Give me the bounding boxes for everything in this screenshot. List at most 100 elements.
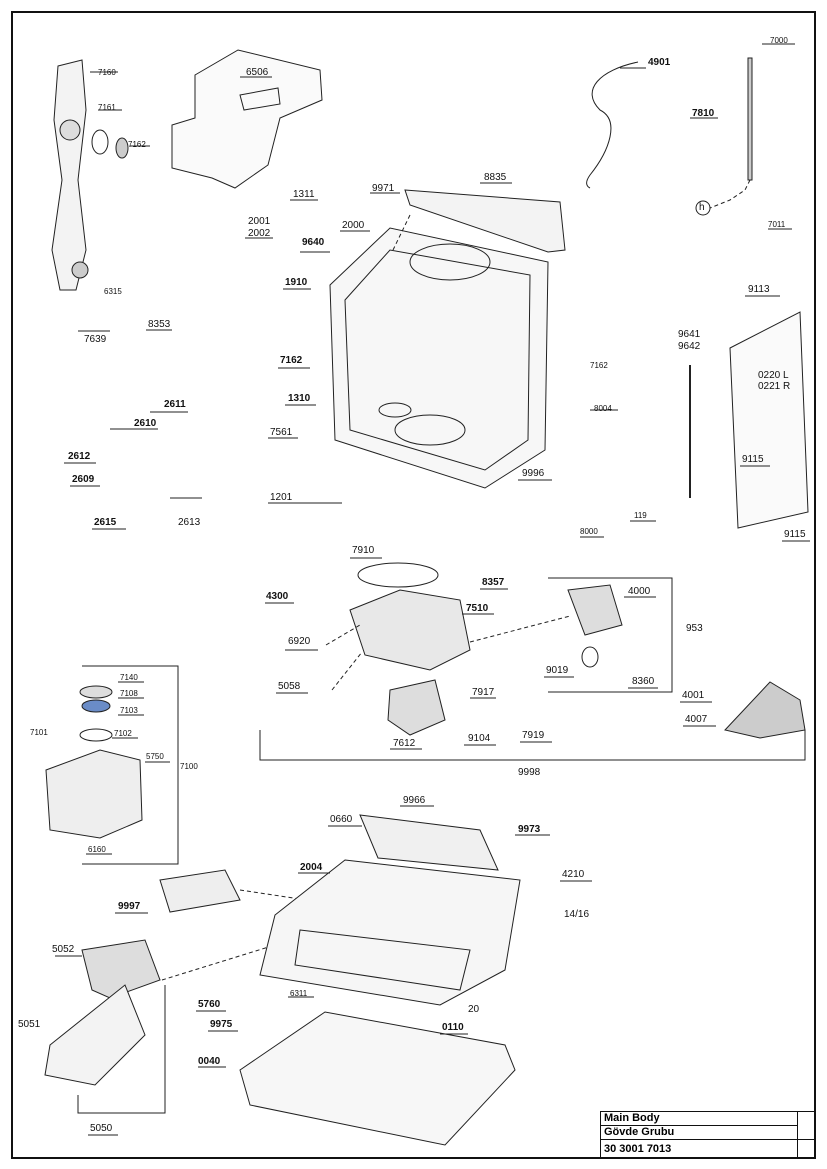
part-label-6311: 6311 xyxy=(290,989,308,998)
leader-lines xyxy=(55,43,810,1136)
part-label-7101: 7101 xyxy=(30,728,48,737)
water-heater-part xyxy=(45,749,143,839)
part-label-9971: 9971 xyxy=(372,183,395,194)
title-tr: Gövde Grubu xyxy=(599,1125,799,1140)
part-label-7910: 7910 xyxy=(352,545,375,556)
part-label-7011: 7011 xyxy=(768,220,786,229)
part-label-2611: 2611 xyxy=(164,399,186,410)
part-label-7561: 7561 xyxy=(270,427,293,438)
part-label-0040: 0040 xyxy=(198,1056,221,1067)
part-label-7162: 7162 xyxy=(128,140,146,149)
part-label-7140: 7140 xyxy=(120,673,138,682)
part-label-9115a: 9115 xyxy=(742,454,764,465)
part-label-9104: 9104 xyxy=(468,733,491,744)
part-label-5051: 5051 xyxy=(18,1019,41,1030)
part-label-2001: 2001 xyxy=(248,216,271,227)
part-label-8835: 8835 xyxy=(484,172,507,183)
part-label-7510: 7510 xyxy=(466,603,489,614)
part-label-4007: 4007 xyxy=(685,714,708,725)
part-label-4901: 4901 xyxy=(648,57,671,68)
part-label-9640: 9640 xyxy=(302,237,325,248)
tub-body xyxy=(329,227,549,489)
pump-assembly xyxy=(349,562,806,739)
part-label-9113: 9113 xyxy=(748,284,770,295)
hose-part xyxy=(586,61,639,189)
title-en: Main Body xyxy=(599,1111,799,1126)
part-label-1310: 1310 xyxy=(288,393,311,404)
part-label-2004: 2004 xyxy=(300,862,323,873)
part-label-0221: 0221 R xyxy=(758,381,791,392)
base-frame xyxy=(44,814,521,1146)
part-label-7161: 7161 xyxy=(98,103,116,112)
part-label-7000: 7000 xyxy=(770,36,788,45)
part-label-5052: 5052 xyxy=(52,944,75,955)
part-label-7162b: 7162 xyxy=(280,355,303,366)
part-label-1311: 1311 xyxy=(293,189,315,200)
part-label-8000: 8000 xyxy=(580,527,598,536)
part-label-6315: 6315 xyxy=(104,287,122,296)
part-label-7917: 7917 xyxy=(472,687,495,698)
part-label-5760: 5760 xyxy=(198,999,221,1010)
bracket-lines xyxy=(77,577,806,1114)
part-label-4000: 4000 xyxy=(628,586,651,597)
part-label-4001: 4001 xyxy=(682,690,705,701)
top-cover-part xyxy=(171,49,323,189)
part-label-9642: 9642 xyxy=(678,341,701,352)
part-label-9997: 9997 xyxy=(118,901,141,912)
part-label-0220: 0220 L xyxy=(758,370,789,381)
title-block: Main Body Gövde Grubu 30 3001 7013 xyxy=(599,1111,816,1159)
drawing-part-number: 30 3001 7013 xyxy=(599,1139,799,1159)
part-label-7103: 7103 xyxy=(120,706,138,715)
part-label-8360: 8360 xyxy=(632,676,655,687)
part-label-14-16: 14/16 xyxy=(564,909,590,920)
part-label-7919: 7919 xyxy=(522,730,545,741)
part-label-9998: 9998 xyxy=(518,767,541,778)
part-label-1910: 1910 xyxy=(285,277,308,288)
part-label-7100: 7100 xyxy=(180,762,198,771)
top-rail-part xyxy=(404,189,566,253)
part-label-7810: 7810 xyxy=(692,108,715,119)
side-panel-part xyxy=(729,311,809,529)
part-label-4210: 4210 xyxy=(562,869,585,880)
part-label-5750: 5750 xyxy=(146,752,164,761)
part-label-6506: 6506 xyxy=(246,67,269,78)
part-label-2613: 2613 xyxy=(178,517,201,528)
part-label-6160: 6160 xyxy=(88,845,106,854)
part-label-119: 119 xyxy=(634,511,647,520)
part-label-9115b: 9115 xyxy=(784,529,806,540)
part-label-2609: 2609 xyxy=(72,474,95,485)
part-label-20: 20 xyxy=(468,1004,480,1015)
part-label-9641: 9641 xyxy=(678,329,701,340)
part-label-7108: 7108 xyxy=(120,689,138,698)
part-label-2002: 2002 xyxy=(248,228,271,239)
part-label-7162c: 7162 xyxy=(590,361,608,370)
part-label-9996: 9996 xyxy=(522,468,545,479)
spray-arm-assembly xyxy=(51,59,129,291)
part-label-5050: 5050 xyxy=(90,1123,113,1134)
part-label-4300: 4300 xyxy=(266,591,289,602)
part-label-8004: 8004 xyxy=(594,404,612,413)
part-label-2000: 2000 xyxy=(342,220,365,231)
rod-part xyxy=(747,57,753,181)
part-label-9975: 9975 xyxy=(210,1019,233,1030)
part-label-8357: 8357 xyxy=(482,577,505,588)
part-label-7612: 7612 xyxy=(393,738,416,749)
part-label-0110: 0110 xyxy=(442,1022,464,1033)
part-label-953: 953 xyxy=(686,623,703,634)
part-label-9973: 9973 xyxy=(518,824,541,835)
part-label-6920: 6920 xyxy=(288,636,311,647)
part-label-2610: 2610 xyxy=(134,418,157,429)
part-label-2615: 2615 xyxy=(94,517,117,528)
part-label-0660: 0660 xyxy=(330,814,353,825)
part-label-8353: 8353 xyxy=(148,319,171,330)
part-label-7639: 7639 xyxy=(84,334,107,345)
part-label-5058: 5058 xyxy=(278,681,301,692)
part-label-7160: 7160 xyxy=(98,68,116,77)
part-label-7102: 7102 xyxy=(114,729,132,738)
part-label-9966: 9966 xyxy=(403,795,426,806)
part-label-2612: 2612 xyxy=(68,451,91,462)
part-label-1201: 1201 xyxy=(270,492,293,503)
part-label-h: h xyxy=(699,202,705,213)
part-label-9019: 9019 xyxy=(546,665,569,676)
